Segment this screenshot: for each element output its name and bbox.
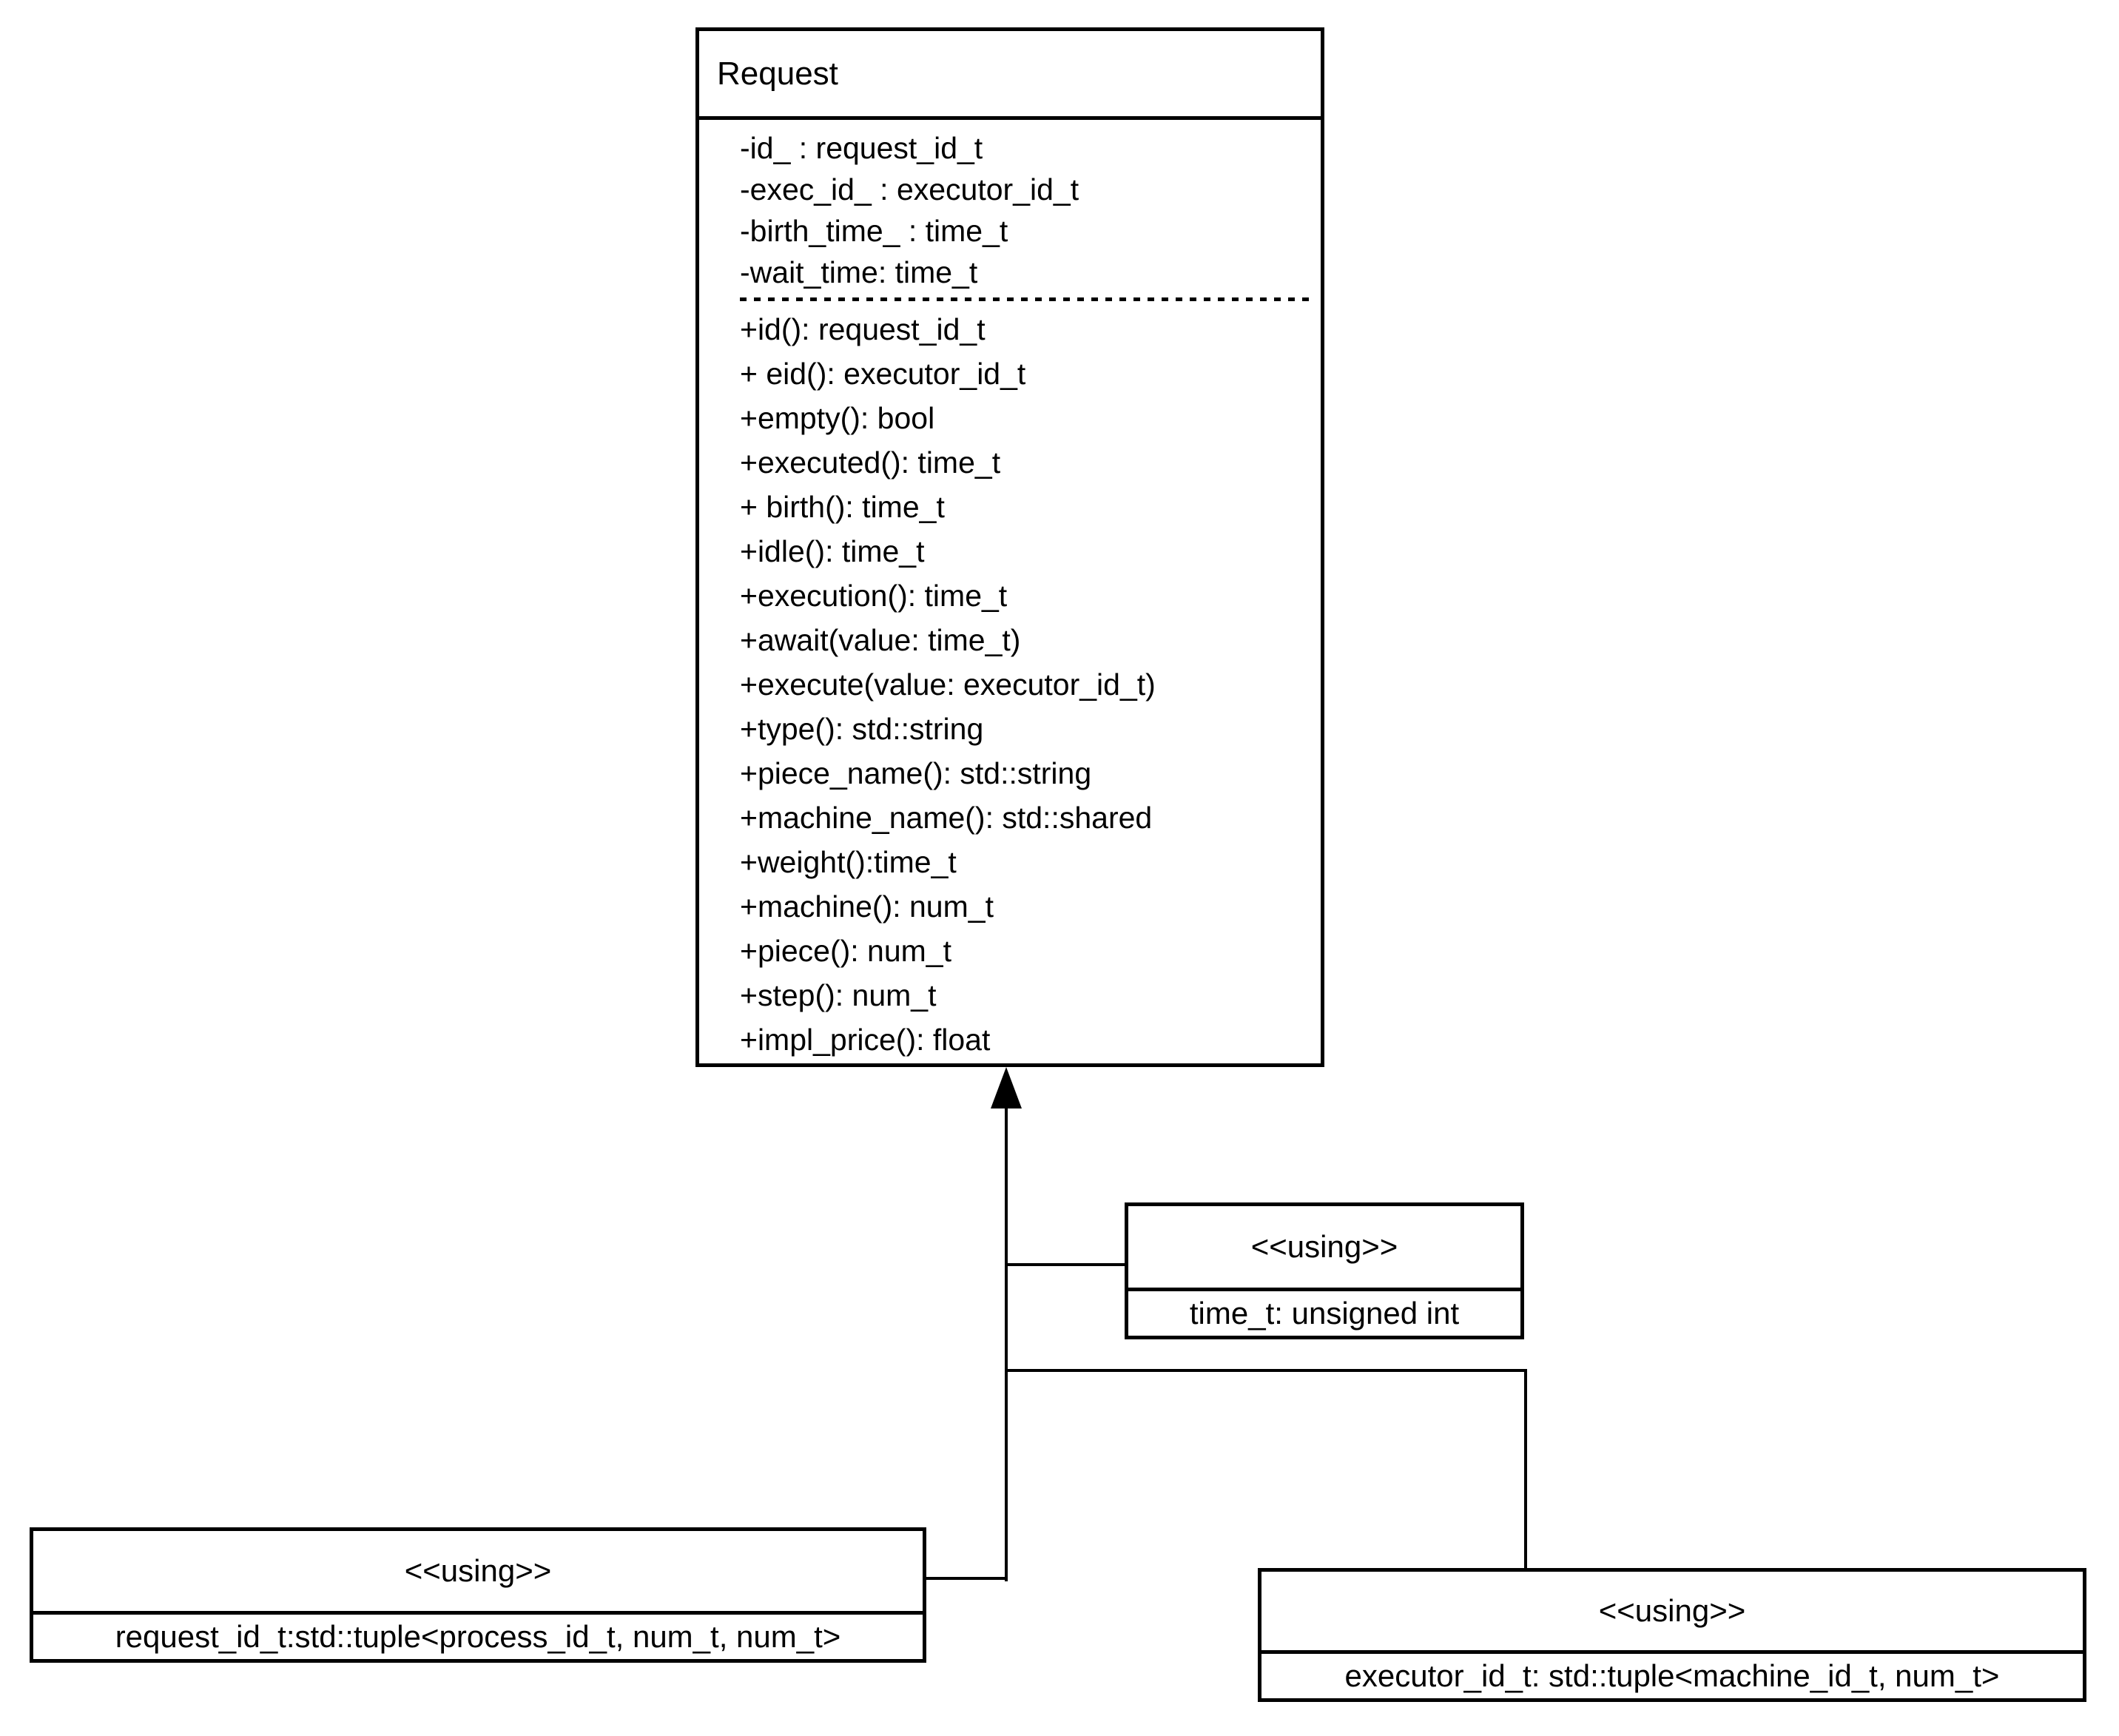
typedef-executor-id-box: <<using>> executor_id_t: std::tuple<mach… (1258, 1568, 2086, 1702)
request-method: +impl_price(): float (740, 1023, 991, 1057)
request-attribute: -exec_id_ : executor_id_t (740, 172, 1079, 206)
typedef-request-id-stereotype: <<using>> (33, 1531, 923, 1615)
typedef-time-stereotype: <<using>> (1128, 1206, 1520, 1291)
request-method: +execute(value: executor_id_t) (740, 667, 1156, 702)
request-method: +machine(): num_t (740, 889, 994, 923)
connector-to-request-id-typedef-line (925, 1577, 1008, 1580)
request-method: +weight():time_t (740, 845, 957, 879)
request-method: +id(): request_id_t (740, 312, 986, 346)
request-attributes-compartment: -id_ : request_id_t -exec_id_ : executor… (699, 120, 1321, 301)
request-attribute: -id_ : request_id_t (740, 131, 983, 165)
request-method: +await(value: time_t) (740, 623, 1021, 657)
typedef-executor-id-stereotype: <<using>> (1261, 1572, 2083, 1654)
connector-to-executor-typedef-horizontal-line (1006, 1369, 1527, 1372)
request-method: +piece_name(): std::string (740, 756, 1092, 790)
typedef-time-box: <<using>> time_t: unsigned int (1125, 1202, 1524, 1339)
typedef-executor-id-definition: executor_id_t: std::tuple<machine_id_t, … (1344, 1658, 2000, 1693)
attributes-methods-dotted-divider (740, 297, 1313, 301)
request-method: + birth(): time_t (740, 490, 945, 524)
connector-to-executor-typedef-vertical-line (1524, 1369, 1527, 1570)
request-method: +execution(): time_t (740, 579, 1008, 613)
request-method: +type(): std::string (740, 712, 984, 746)
request-attribute: -birth_time_ : time_t (740, 214, 1008, 248)
typedef-request-id-box: <<using>> request_id_t:std::tuple<proces… (30, 1527, 926, 1663)
connector-trunk-vertical-line (1005, 1106, 1008, 1581)
request-method: +idle(): time_t (740, 534, 925, 568)
typedef-time-definition: time_t: unsigned int (1189, 1296, 1460, 1330)
request-method: +step(): num_t (740, 978, 937, 1012)
request-class-box: Request -id_ : request_id_t -exec_id_ : … (695, 27, 1324, 1067)
arrowhead-icon (991, 1067, 1022, 1108)
request-method: + eid(): executor_id_t (740, 357, 1026, 391)
connector-to-time-typedef-line (1006, 1263, 1125, 1266)
request-method: +piece(): num_t (740, 934, 951, 968)
request-method: +executed(): time_t (740, 445, 1001, 480)
request-methods-compartment: +id(): request_id_t + eid(): executor_id… (699, 301, 1321, 1062)
request-attribute: -wait_time: time_t (740, 255, 978, 289)
request-method: +empty(): bool (740, 401, 935, 435)
request-class-title: Request (699, 31, 1321, 120)
request-method: +machine_name(): std::shared (740, 801, 1153, 835)
typedef-request-id-definition: request_id_t:std::tuple<process_id_t, nu… (115, 1619, 841, 1654)
